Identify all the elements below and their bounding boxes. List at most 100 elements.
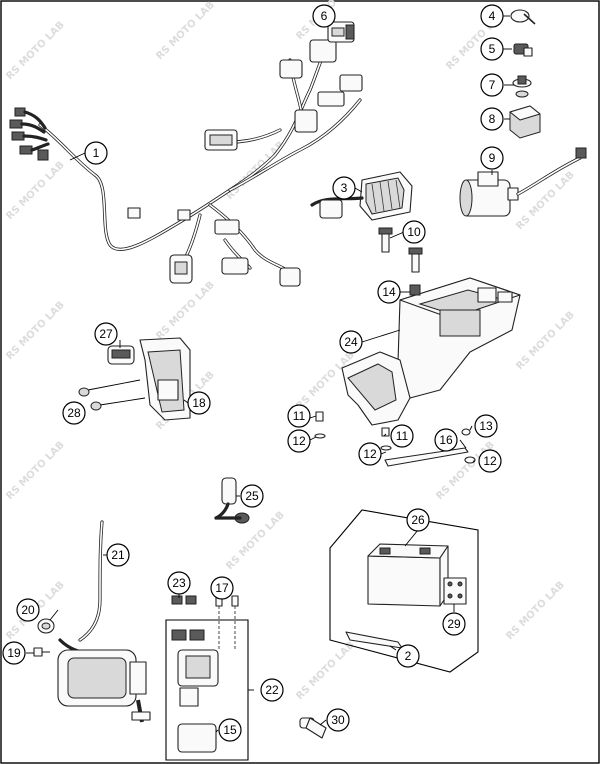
callout-12-b: 12 (358, 442, 382, 466)
callout-11-a: 11 (287, 404, 311, 428)
callout-21: 21 (106, 543, 130, 567)
screw-part-11 (314, 411, 326, 439)
cover-part-8 (509, 105, 541, 139)
sensor-part-9 (459, 147, 587, 217)
svg-text:14: 14 (382, 285, 396, 299)
main-wiring-harness (9, 38, 363, 287)
svg-text:20: 20 (21, 603, 35, 617)
battery-group-box (329, 509, 479, 673)
callout-28: 28 (62, 401, 86, 425)
watermark-text: RS MOTO LAB (4, 300, 66, 362)
svg-text:2: 2 (405, 649, 412, 663)
svg-text:11: 11 (293, 409, 306, 423)
callout-30: 30 (326, 708, 350, 732)
callout-5: 5 (480, 37, 504, 61)
svg-text:24: 24 (344, 335, 358, 349)
fuse-part-30 (299, 717, 327, 739)
callout-3: 3 (332, 176, 356, 200)
cable-tie-part-4 (510, 9, 536, 25)
callout-26: 26 (406, 508, 430, 532)
callout-13: 13 (474, 414, 498, 438)
callout-23: 23 (167, 571, 191, 595)
callout-10: 10 (402, 220, 426, 244)
callout-29: 29 (442, 612, 466, 636)
svg-text:21: 21 (111, 548, 125, 562)
sensor-part-25 (214, 477, 250, 524)
watermark-layer: RS MOTO LAB RS MOTO LAB RS MOTO LAB RS M… (4, 0, 576, 702)
svg-text:12: 12 (292, 434, 306, 448)
watermark-text: RS MOTO LAB (4, 440, 66, 502)
callout-14: 14 (377, 280, 401, 304)
watermark-text: RS MOTO LAB (294, 640, 356, 702)
svg-text:19: 19 (7, 646, 21, 660)
watermark-text: RS MOTO LAB (154, 0, 216, 62)
svg-text:6: 6 (321, 9, 328, 23)
callout-7: 7 (480, 73, 504, 97)
svg-text:22: 22 (265, 683, 279, 697)
callout-4: 4 (480, 4, 504, 28)
svg-text:28: 28 (67, 406, 81, 420)
svg-text:7: 7 (489, 78, 496, 92)
callout-16: 16 (434, 428, 458, 452)
callout-9: 9 (480, 146, 504, 170)
callout-25: 25 (240, 484, 264, 508)
starter-motor (57, 638, 151, 723)
svg-text:16: 16 (439, 433, 453, 447)
callout-24: 24 (339, 330, 363, 354)
screw-part-11b (380, 427, 392, 451)
svg-text:8: 8 (489, 112, 496, 126)
svg-text:27: 27 (99, 327, 113, 341)
svg-text:23: 23 (172, 576, 186, 590)
callout-18: 18 (187, 391, 211, 415)
callout-12-c: 12 (478, 449, 502, 473)
watermark-text: RS MOTO LAB (514, 310, 576, 372)
svg-text:9: 9 (489, 151, 496, 165)
svg-text:11: 11 (396, 429, 409, 443)
svg-text:26: 26 (411, 513, 425, 527)
svg-text:13: 13 (479, 419, 493, 433)
clamp-part-20 (37, 618, 55, 634)
voltage-regulator (310, 171, 413, 221)
callout-15: 15 (218, 718, 242, 742)
bracket-part-18 (78, 337, 191, 421)
callout-8: 8 (480, 107, 504, 131)
grommet-part-7 (512, 75, 532, 98)
svg-text:18: 18 (192, 396, 206, 410)
svg-text:29: 29 (447, 617, 461, 631)
callout-17: 17 (210, 576, 234, 600)
strap-part-16 (384, 428, 476, 467)
relay-group-box (165, 589, 249, 761)
bolt-part-19 (33, 647, 50, 657)
svg-text:5: 5 (489, 42, 496, 56)
electronics-box-part-24 (341, 277, 521, 426)
svg-text:30: 30 (331, 713, 345, 727)
svg-text:15: 15 (223, 723, 237, 737)
svg-text:4: 4 (489, 9, 496, 23)
callout-19: 19 (2, 641, 26, 665)
connector-part-6 (327, 21, 355, 43)
clip-part-5 (513, 43, 533, 57)
svg-text:1: 1 (93, 146, 100, 160)
svg-text:12: 12 (363, 447, 377, 461)
svg-text:17: 17 (215, 581, 229, 595)
svg-text:25: 25 (245, 489, 259, 503)
callout-2: 2 (396, 644, 420, 668)
callout-27: 27 (94, 322, 118, 346)
watermark-text: RS MOTO LAB (504, 580, 566, 642)
watermark-text: RS MOTO LAB (154, 280, 216, 342)
svg-text:12: 12 (483, 454, 497, 468)
bolts-part-10 (378, 227, 423, 273)
callout-22: 22 (260, 678, 284, 702)
watermark-text: RS MOTO LAB (4, 160, 66, 222)
callout-1: 1 (84, 141, 108, 165)
callout-6: 6 (312, 4, 336, 28)
cable-part-21 (78, 520, 104, 642)
callout-20: 20 (16, 598, 40, 622)
svg-text:3: 3 (341, 181, 348, 195)
callout-12-a: 12 (287, 429, 311, 453)
svg-text:10: 10 (407, 225, 421, 239)
watermark-text: RS MOTO LAB (4, 20, 66, 82)
callout-11-b: 11 (390, 424, 414, 448)
